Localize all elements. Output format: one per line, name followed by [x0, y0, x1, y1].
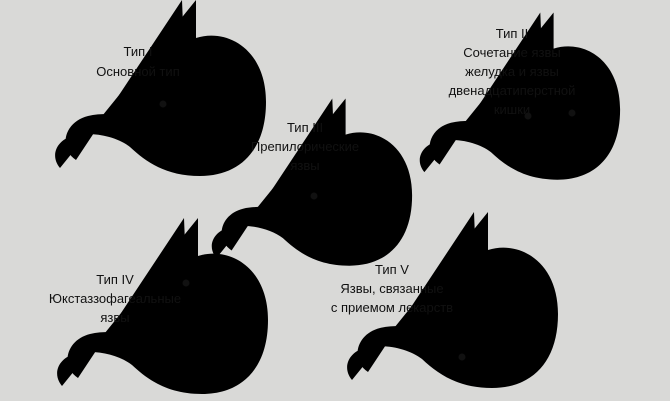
type-desc: Юкстаззофагеальные: [49, 291, 181, 306]
type-desc: язвы: [290, 158, 319, 173]
label-type-5: Тип V Язвы, связанные с приемом лекарств: [331, 262, 453, 315]
type-title: Тип V: [375, 262, 409, 277]
stomach-type-1: [55, 0, 266, 176]
stomach-type-4: [57, 218, 268, 394]
label-type-1: Тип I Основной тип: [96, 44, 179, 79]
type-title: Тип I: [124, 44, 153, 59]
type-title: Тип III: [287, 120, 323, 135]
type-desc: двенадцатиперстной: [449, 83, 576, 98]
label-type-2: Тип II Сочетание язвы желудка и язвы две…: [449, 26, 576, 117]
type-desc: с приемом лекарств: [331, 300, 453, 315]
type-desc: Сочетание язвы: [463, 45, 560, 60]
ulcer-dot-type-4: [182, 279, 190, 287]
type-desc: желудка и язвы: [465, 64, 559, 79]
type-title: Тип IV: [96, 272, 134, 287]
label-type-4: Тип IV Юкстаззофагеальные язвы: [49, 272, 181, 325]
label-type-3: Тип III Препилорические язвы: [251, 120, 359, 173]
ulcer-dot-type-2-gastric: [524, 112, 532, 120]
type-desc: Препилорические: [251, 139, 359, 154]
type-desc: Основной тип: [96, 64, 179, 79]
type-title: Тип II: [496, 26, 529, 41]
ulcer-dot-type-5: [458, 353, 466, 361]
ulcer-dot-type-3: [310, 192, 318, 200]
type-desc: Язвы, связанные: [340, 281, 443, 296]
ulcer-dot-type-1: [159, 100, 167, 108]
type-desc: язвы: [100, 310, 129, 325]
type-desc: кишки: [494, 102, 530, 117]
ulcer-dot-type-2-duodenal: [568, 109, 576, 117]
